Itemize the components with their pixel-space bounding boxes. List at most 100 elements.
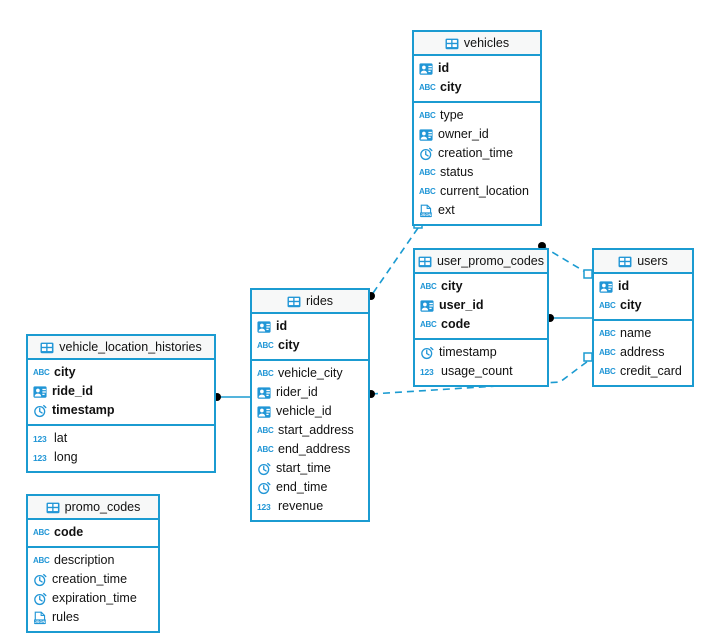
column-row-start_time[interactable]: start_time — [252, 459, 368, 478]
column-row-owner_id[interactable]: owner_id — [414, 125, 540, 144]
column-row-city[interactable]: ABC city — [415, 277, 547, 296]
table-icon — [418, 255, 432, 268]
column-row-expiration_time[interactable]: expiration_time — [28, 589, 158, 608]
column-row-creation_time[interactable]: creation_time — [414, 144, 540, 163]
table-name-label: user_promo_codes — [436, 254, 544, 268]
table-header-users[interactable]: users — [594, 250, 692, 274]
table-header-vehicle_location_histories[interactable]: vehicle_location_histories — [28, 336, 214, 360]
id-card-icon — [33, 385, 47, 399]
relationship-line — [370, 216, 419, 297]
abc-icon: ABC — [420, 281, 437, 291]
column-row-timestamp[interactable]: timestamp — [28, 401, 214, 420]
svg-text:JSON: JSON — [34, 619, 45, 624]
table-name-label: users — [637, 254, 668, 268]
column-row-end_time[interactable]: end_time — [252, 478, 368, 497]
clock-icon — [33, 573, 47, 587]
column-name-label: description — [54, 553, 115, 568]
column-name-label: id — [276, 319, 288, 334]
column-name-label: usage_count — [441, 364, 513, 379]
id-card-icon — [257, 386, 271, 400]
column-row-id[interactable]: id — [414, 59, 540, 78]
abc-icon: ABC — [599, 328, 616, 338]
column-row-timestamp[interactable]: timestamp — [415, 343, 547, 362]
column-row-city[interactable]: ABC city — [594, 296, 692, 315]
column-name-label: end_time — [276, 480, 328, 495]
column-row-name[interactable]: ABC name — [594, 324, 692, 343]
column-name-label: user_id — [439, 298, 484, 313]
column-row-vehicle_id[interactable]: vehicle_id — [252, 402, 368, 421]
abc-icon: ABC — [419, 110, 436, 120]
table-header-promo_codes[interactable]: promo_codes — [28, 496, 158, 520]
abc-icon: ABC — [419, 186, 436, 196]
abc-icon: ABC — [419, 167, 436, 177]
abc-icon: ABC — [257, 444, 274, 454]
relationship-line — [541, 245, 593, 277]
table-header-rides[interactable]: rides — [252, 290, 368, 314]
abc-icon: ABC — [33, 367, 50, 377]
column-name-label: city — [278, 338, 300, 353]
json-icon: JSON — [419, 204, 433, 218]
table-header-user_promo_codes[interactable]: user_promo_codes — [415, 250, 547, 274]
column-name-label: code — [54, 525, 84, 540]
table-name-label: promo_codes — [64, 500, 141, 514]
column-row-id[interactable]: id — [594, 277, 692, 296]
column-name-label: credit_card — [620, 364, 682, 379]
column-row-rider_id[interactable]: rider_id — [252, 383, 368, 402]
column-row-id[interactable]: id — [252, 317, 368, 336]
json-icon: JSON — [33, 611, 47, 625]
target-open-square-marker — [583, 352, 593, 362]
table-icon — [46, 501, 60, 514]
relationship-user_promo_codes-users[interactable] — [546, 314, 592, 322]
abc-icon: ABC — [599, 300, 616, 310]
table-header-vehicles[interactable]: vehicles — [414, 32, 540, 56]
clock-icon — [257, 462, 271, 476]
id-card-icon — [419, 128, 433, 142]
column-row-rules[interactable]: JSON rules — [28, 608, 158, 627]
id-card-icon — [257, 405, 271, 419]
column-row-creation_time[interactable]: creation_time — [28, 570, 158, 589]
abc-icon: ABC — [257, 368, 274, 378]
abc-icon: ABC — [420, 319, 437, 329]
relationship-vehicle_location_histories-rides[interactable] — [213, 393, 250, 401]
id-card-icon — [257, 320, 271, 334]
column-name-label: city — [620, 298, 642, 313]
column-row-ride_id[interactable]: ride_id — [28, 382, 214, 401]
id-card-icon — [419, 62, 433, 76]
column-name-label: city — [441, 279, 463, 294]
column-name-label: rules — [52, 610, 80, 625]
column-name-label: name — [620, 326, 652, 341]
column-row-user_id[interactable]: user_id — [415, 296, 547, 315]
